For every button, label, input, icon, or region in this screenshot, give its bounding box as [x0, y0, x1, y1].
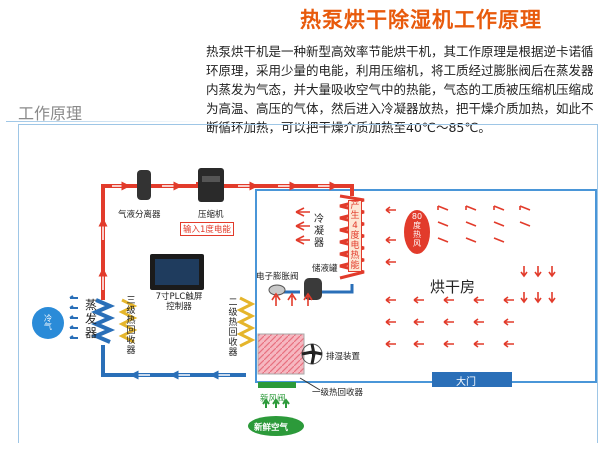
input-power-label: 输入1度电能 [180, 222, 234, 236]
primary-recovery-label: 一级热回收器 [312, 388, 364, 398]
gate-panel [432, 372, 512, 387]
fresh-air-badge [248, 416, 304, 436]
air-arrows [271, 205, 556, 348]
secondary-recovery-coil [236, 296, 256, 348]
cold-air-label: 冷气 [44, 314, 52, 331]
cold-air-badge [32, 307, 64, 339]
fresh-air-label: 新鲜空气 [254, 423, 289, 433]
liquid-tank-label: 储液罐 [312, 264, 338, 274]
evaporator-label: 蒸发器 [84, 298, 97, 340]
drying-room-label: 烘干房 [430, 278, 476, 296]
diagram-frame [18, 124, 598, 443]
gate-label: 大门 [456, 377, 476, 388]
separator-tank [137, 170, 151, 200]
dehumid-label: 排湿装置 [326, 352, 361, 362]
condenser-label: 冷凝器 [314, 214, 324, 249]
primary-recovery-box [257, 333, 305, 375]
hot-air-badge [404, 210, 430, 254]
tertiary-recovery-coil [118, 298, 138, 344]
section-label: 工作原理 [18, 104, 83, 123]
page-title: 热泵烘干除湿机工作原理 [300, 8, 542, 32]
separator-label: 气液分离器 [118, 210, 161, 220]
produce-heat-label: 产生4度电热能 [348, 200, 362, 272]
plc-label: 7寸PLC触屏控制器 [155, 292, 203, 312]
tertiary-recovery-label: 三级热回收器 [126, 296, 136, 356]
fresh-air-valve-label: 新风阀 [260, 394, 286, 404]
compressor-body [198, 168, 224, 202]
expansion-valve-label: 电子膨胀阀 [256, 272, 299, 282]
evaporator-coil [90, 298, 116, 344]
section-divider [6, 121, 206, 122]
dehumid-fan-icon [301, 343, 323, 365]
compressor-label: 压缩机 [198, 210, 224, 220]
hot-air-label: 80度热风 [411, 212, 423, 248]
expansion-valve-body [268, 284, 286, 296]
intro-paragraph: 热泵烘干机是一种新型高效率节能烘干机，其工作原理是根据逆卡诺循环原理，采用少量的… [206, 44, 594, 135]
secondary-recovery-label: 二级热回收器 [228, 298, 238, 358]
